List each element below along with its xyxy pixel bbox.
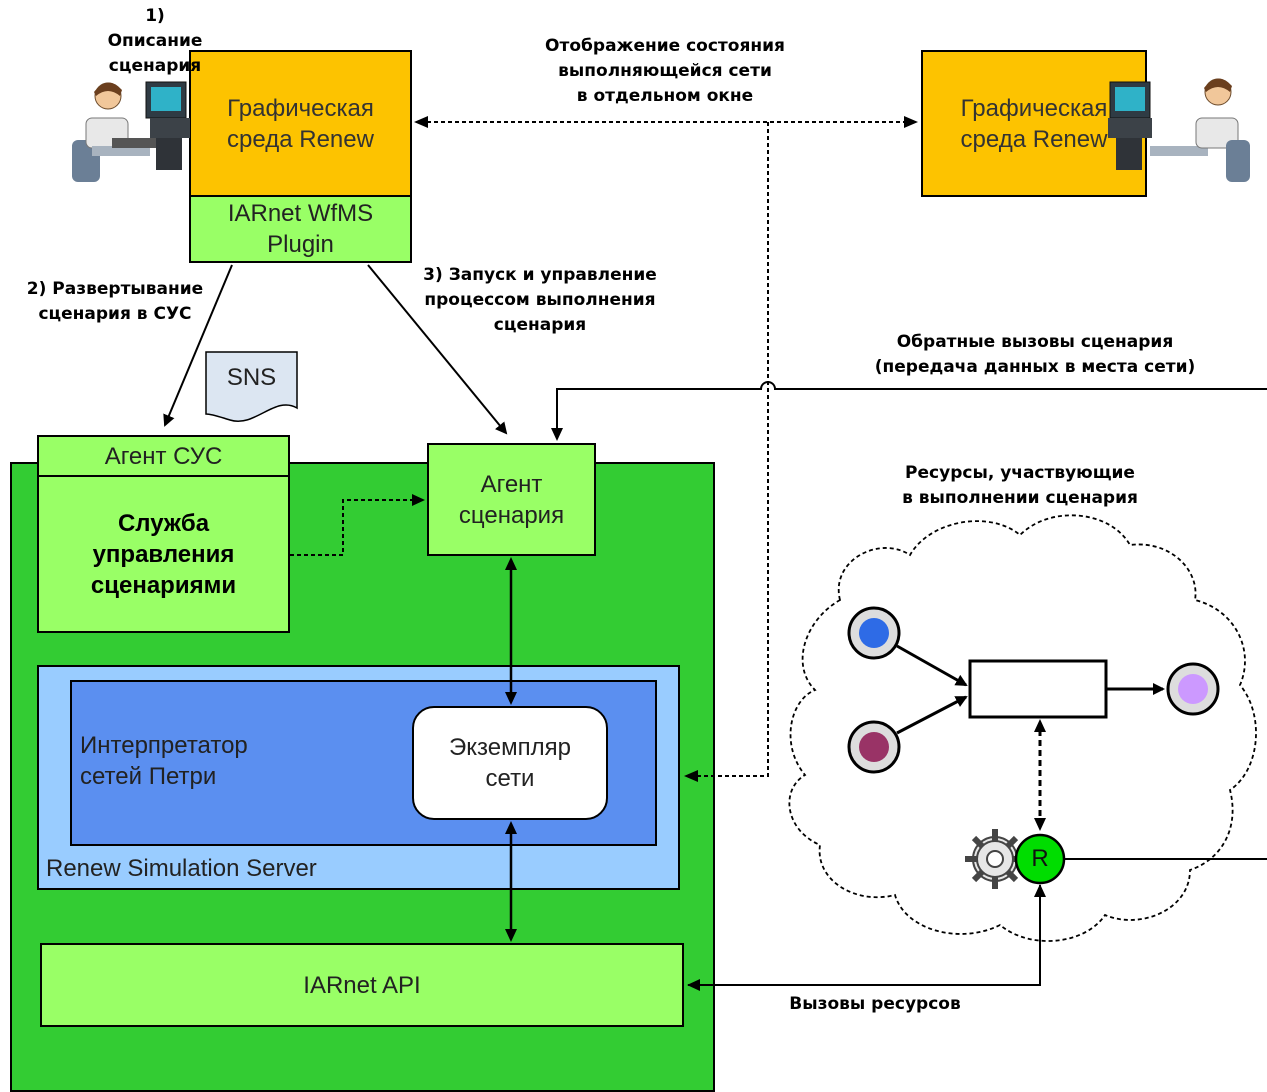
petri-transition xyxy=(968,659,1108,719)
scenario-management-service-label: Служба управления сценариями xyxy=(90,509,237,599)
step1-label: 1) Описание сценария xyxy=(107,6,203,76)
net-instance-label: Экземпляр сети xyxy=(449,734,571,792)
wfms-plugin: IARnet WfMS Plugin xyxy=(189,195,412,263)
sns-document-label: SNS xyxy=(226,363,277,391)
wfms-plugin-label: IARnet WfMS Plugin xyxy=(227,200,374,258)
net-instance: Экземпляр сети xyxy=(412,706,608,820)
scenario-agent: Агент сценария xyxy=(427,443,596,556)
callbacks-label: Обратные вызовы сценария (передача данны… xyxy=(874,332,1196,377)
sus-agent: Агент СУС xyxy=(37,435,290,477)
resource-cloud xyxy=(788,514,1257,942)
iarnet-api: IARnet API xyxy=(40,943,684,1027)
token-maroon xyxy=(859,732,889,762)
user-at-computer-left-icon xyxy=(72,81,190,182)
petri-net-interpreter-label: Интерпретатор сетей Петри xyxy=(80,732,248,790)
step3-label: 3) Запуск и управление процессом выполне… xyxy=(423,265,657,335)
scenario-management-service: Служба управления сценариями xyxy=(37,475,290,633)
simulation-server-label: Renew Simulation Server xyxy=(46,855,317,882)
resource-r-label: R xyxy=(1031,845,1049,872)
renew-environment-left-title: Графическая среда Renew xyxy=(227,94,374,153)
token-lilac xyxy=(1178,674,1208,704)
resource-calls-label: Вызовы ресурсов xyxy=(789,994,961,1014)
resources-label: Ресурсы, участвующие в выполнении сценар… xyxy=(902,463,1138,508)
gear-icon xyxy=(965,829,1025,889)
token-blue xyxy=(859,618,889,648)
sus-agent-label: Агент СУС xyxy=(104,442,223,470)
iarnet-api-label: IARnet API xyxy=(303,971,421,999)
scenario-agent-label: Агент сценария xyxy=(458,470,565,529)
user-at-computer-right-icon xyxy=(1108,78,1250,182)
step2-label: 2) Развертывание сценария в СУС xyxy=(26,279,204,324)
renew-environment-right-title: Графическая среда Renew xyxy=(960,94,1108,153)
sns-document xyxy=(205,351,298,423)
display-state-label: Отображение состояния выполняющейся сети… xyxy=(545,36,785,106)
renew-environment-left: Графическая среда Renew xyxy=(189,50,412,197)
